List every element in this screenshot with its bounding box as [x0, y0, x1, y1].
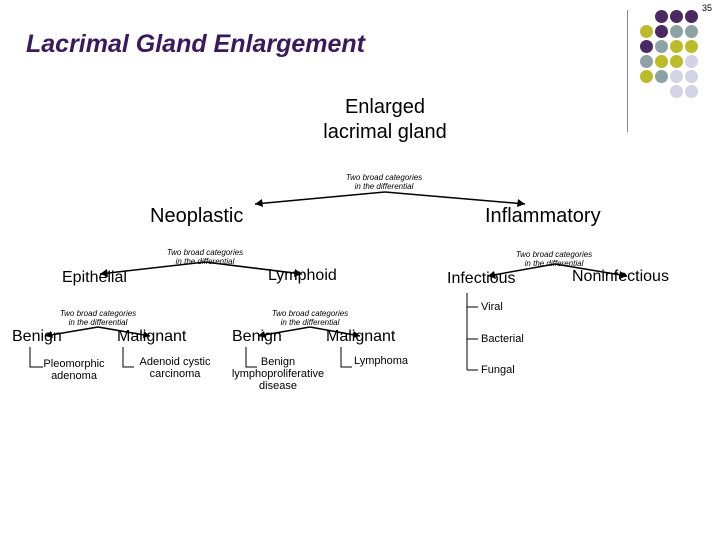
node-lymphoid-benign: Benign	[232, 328, 282, 345]
decoration-dot	[640, 40, 653, 53]
leaf-fungal: Fungal	[481, 364, 515, 376]
connector-blpd	[245, 347, 257, 368]
caption-inflammatory: Two broad categories in the differential	[515, 250, 593, 268]
decoration-dot	[685, 70, 698, 83]
node-enlarged-lacrimal-gland: Enlarged lacrimal gland	[323, 96, 447, 143]
decoration-dot	[640, 55, 653, 68]
leaf-lymphoma: Lymphoma	[354, 355, 409, 367]
connector-adenoid	[122, 347, 134, 368]
arrow-epithelial-to-benign	[44, 326, 99, 337]
decoration-dot	[670, 25, 683, 38]
node-inflammatory: Inflammatory	[485, 205, 601, 227]
node-infectious: Infectious	[447, 270, 516, 287]
caption-lymphoid: Two broad categories in the differential	[271, 309, 349, 327]
node-epithelial-benign: Benign	[12, 328, 62, 345]
decoration-dot	[670, 10, 683, 23]
node-noninfectious: Noninfectious	[572, 268, 669, 285]
node-neoplastic: Neoplastic	[150, 205, 244, 227]
node-epithelial: Epithelial	[62, 269, 127, 286]
decoration-dot	[685, 10, 698, 23]
arrow-lymphoid-to-malignant	[309, 326, 361, 337]
arrow-inflammatory-to-infectious	[487, 263, 556, 277]
decoration-dot	[655, 25, 668, 38]
decoration-dot	[670, 70, 683, 83]
caption-neoplastic: Two broad categories in the differential	[166, 248, 244, 266]
node-lymphoid: Lymphoid	[268, 267, 337, 284]
connector-lymphoma	[340, 347, 352, 368]
arrow-inflammatory-to-noninfectious	[554, 263, 628, 277]
decoration-dot	[685, 40, 698, 53]
decoration-dot	[655, 55, 668, 68]
arrow-lymphoid-to-benign	[257, 326, 311, 337]
decoration-dot	[670, 55, 683, 68]
node-lymphoid-malignant: Malignant	[326, 328, 396, 345]
caption-epithelial: Two broad categories in the differential	[59, 309, 137, 327]
leaf-viral: Viral	[481, 301, 503, 313]
decoration-dot	[655, 70, 668, 83]
leaf-bacterial: Bacterial	[481, 333, 524, 345]
decoration-dot	[685, 25, 698, 38]
decoration-dot	[640, 25, 653, 38]
decoration-dot	[640, 70, 653, 83]
connector-pleomorphic	[29, 347, 43, 368]
decoration-dot	[655, 10, 668, 23]
decoration-dot	[670, 40, 683, 53]
decoration-dot	[670, 85, 683, 98]
leaf-benign-lymphoproliferative-disease: Benign lymphoproliferative disease	[231, 356, 325, 392]
leaf-adenoid-cystic-carcinoma: Adenoid cystic carcinoma	[139, 356, 211, 380]
node-epithelial-malignant: Malignant	[117, 328, 187, 345]
arrow-neoplastic-to-epithelial	[99, 261, 206, 275]
decoration-dot	[685, 55, 698, 68]
decoration-dot	[685, 85, 698, 98]
caption-root: Two broad categories in the differential	[345, 173, 423, 191]
decoration-dot	[655, 40, 668, 53]
slide-number: 35	[701, 3, 712, 13]
arrow-root-to-neoplastic	[254, 191, 386, 205]
slide-title: Lacrimal Gland Enlargement	[26, 30, 365, 58]
arrow-neoplastic-to-lymphoid	[204, 261, 303, 275]
arrow-epithelial-to-malignant	[97, 326, 151, 337]
arrow-root-to-inflammatory	[384, 191, 526, 205]
decoration-divider	[627, 10, 628, 132]
leaf-pleomorphic-adenoma: Pleomorphic adenoma	[43, 358, 105, 382]
